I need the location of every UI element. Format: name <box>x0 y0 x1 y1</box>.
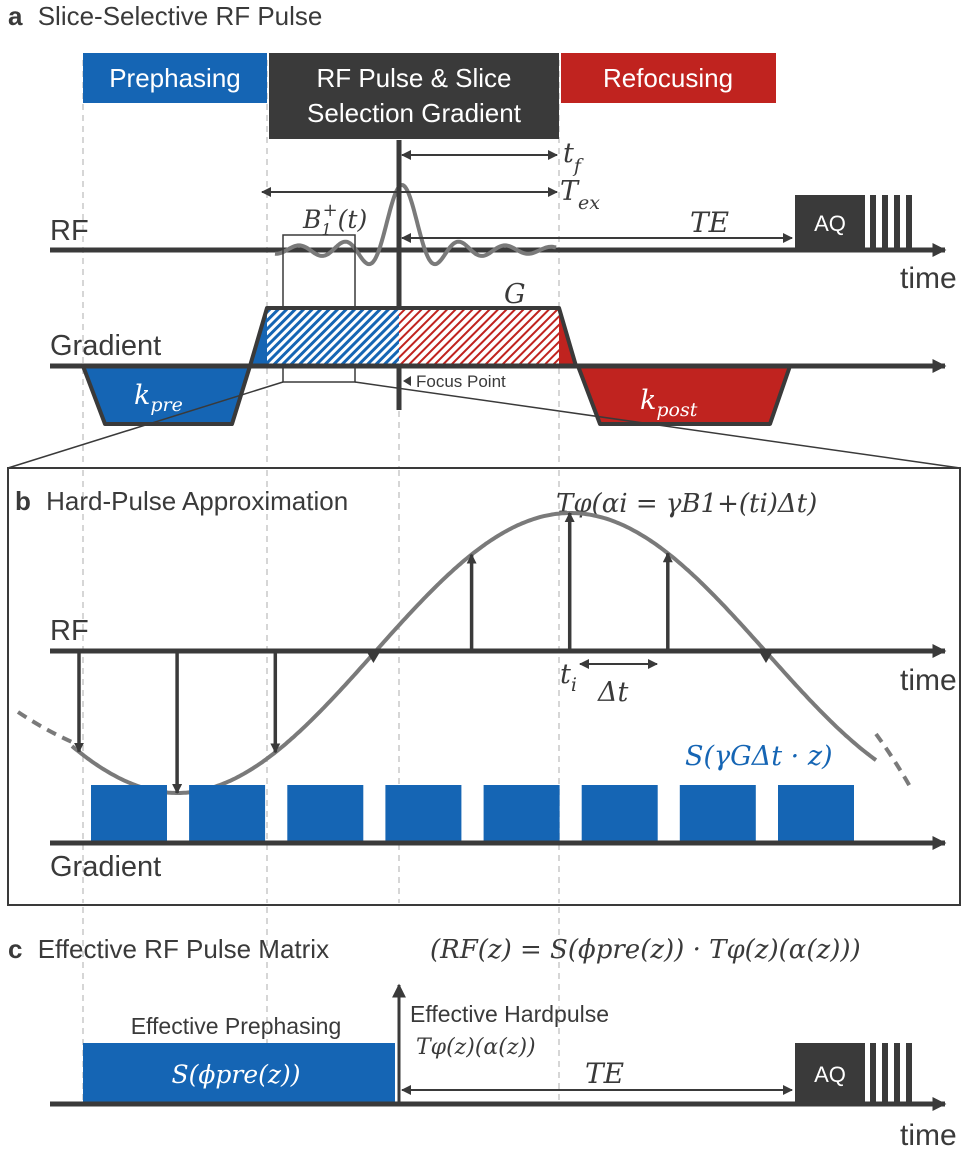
zoom-line-right <box>354 381 961 469</box>
acquisition-block-c: AQ <box>795 1043 912 1104</box>
hardpulse-formula: Tφ(z)(α(z)) <box>416 1035 536 1060</box>
acquisition-block-a: AQ <box>795 195 912 250</box>
te-label-a: TE <box>690 206 729 239</box>
effective-prephasing-label: Effective Prephasing <box>131 1013 342 1039</box>
zoom-line-left <box>7 381 284 469</box>
panel-a-letter: a <box>8 1 23 31</box>
aq-label-a: AQ <box>814 211 846 236</box>
rf-sine-dashed-right <box>874 732 914 791</box>
rf-sinc-waveform <box>274 182 557 267</box>
panel-b-title: Hard-Pulse Approximation <box>46 486 348 516</box>
panel-c-letter: c <box>8 934 22 964</box>
gradient-block-8 <box>778 785 854 843</box>
rf-axis-label-b: RF <box>50 615 89 647</box>
rf-pulse-label-line2: Selection Gradient <box>307 98 522 128</box>
time-label-b: time <box>900 664 957 697</box>
ti-label: ti <box>560 659 577 696</box>
tphi-formula: Tφ(αi = γB1+(ti)Δt) <box>556 489 817 519</box>
hard-pulse-4 <box>367 653 380 663</box>
gradient-block-5 <box>483 785 560 843</box>
te-label-c: TE <box>585 1057 624 1090</box>
s-formula: S(γGΔt · z) <box>685 741 833 772</box>
effective-prephasing-block <box>83 1043 395 1104</box>
hard-pulse-8 <box>759 653 772 663</box>
gradient-block-1 <box>91 785 167 843</box>
gradient-block-4 <box>385 785 462 843</box>
dt-label: Δt <box>597 677 628 708</box>
gradient-block-3 <box>287 785 364 843</box>
focus-point-label: Focus Point <box>416 372 506 391</box>
rf-pulse-box <box>269 53 559 139</box>
svg-text:c Effective RF Pulse Mat: c Effective RF Pulse Matrix <box>8 934 329 964</box>
svg-text:a Slice-Selective RF Pul: a Slice-Selective RF Pulse <box>8 1 322 31</box>
tf-label: tf <box>563 138 584 177</box>
time-label-a1: time <box>900 262 957 295</box>
kpre-label: kpre <box>134 380 183 416</box>
prephasing-box <box>83 53 267 103</box>
slice-gradient-red-half <box>399 308 559 366</box>
gradient-block-6 <box>581 785 658 843</box>
gradient-blocks <box>91 785 854 843</box>
refocusing-label: Refocusing <box>603 63 733 93</box>
rf-axis-label-a: RF <box>50 215 89 247</box>
gradient-axis-label-a: Gradient <box>50 330 161 362</box>
effective-hardpulse-label: Effective Hardpulse <box>410 1001 609 1027</box>
gradient-axis-label-b: Gradient <box>50 851 161 883</box>
b1-label: B1+(t) <box>302 200 367 239</box>
tex-label: Tex <box>560 176 600 214</box>
gradient-block-7 <box>679 785 756 843</box>
panel-a: a Slice-Selective RF Pulse Prephasing RF… <box>7 1 961 469</box>
time-label-c: time <box>900 1119 957 1150</box>
panel-b: b Hard-Pulse Approximation Tφ(αi = γB1+(… <box>7 467 961 906</box>
kpost-label: kpost <box>640 385 698 421</box>
svg-text:b Hard-Pulse Approximati: b Hard-Pulse Approximation <box>15 486 348 516</box>
g-label: G <box>504 279 526 310</box>
refocusing-box <box>561 53 776 103</box>
aq-label-c: AQ <box>814 1062 846 1087</box>
hard-pulse-arrows <box>74 512 772 794</box>
focus-point-pointer <box>403 376 411 386</box>
panel-c-formula: (RF(z) = S(ϕpre(z)) · Tφ(z)(α(z))) <box>430 935 861 965</box>
prephasing-formula: S(ϕpre(z)) <box>171 1060 300 1089</box>
panel-a-title: Slice-Selective RF Pulse <box>38 1 323 31</box>
panel-b-letter: b <box>15 486 31 516</box>
rf-pulse-label-line1: RF Pulse & Slice <box>316 63 511 93</box>
gradient-block-2 <box>189 785 266 843</box>
prephasing-label: Prephasing <box>109 63 241 93</box>
slice-gradient-outline <box>248 306 578 367</box>
panel-c-title: Effective RF Pulse Matrix <box>38 934 329 964</box>
rf-sine-dashed-left <box>16 710 73 744</box>
slice-gradient-blue-half <box>267 308 399 366</box>
panel-c: c Effective RF Pulse Matrix (RF(z) = S(ϕ… <box>8 934 957 1150</box>
